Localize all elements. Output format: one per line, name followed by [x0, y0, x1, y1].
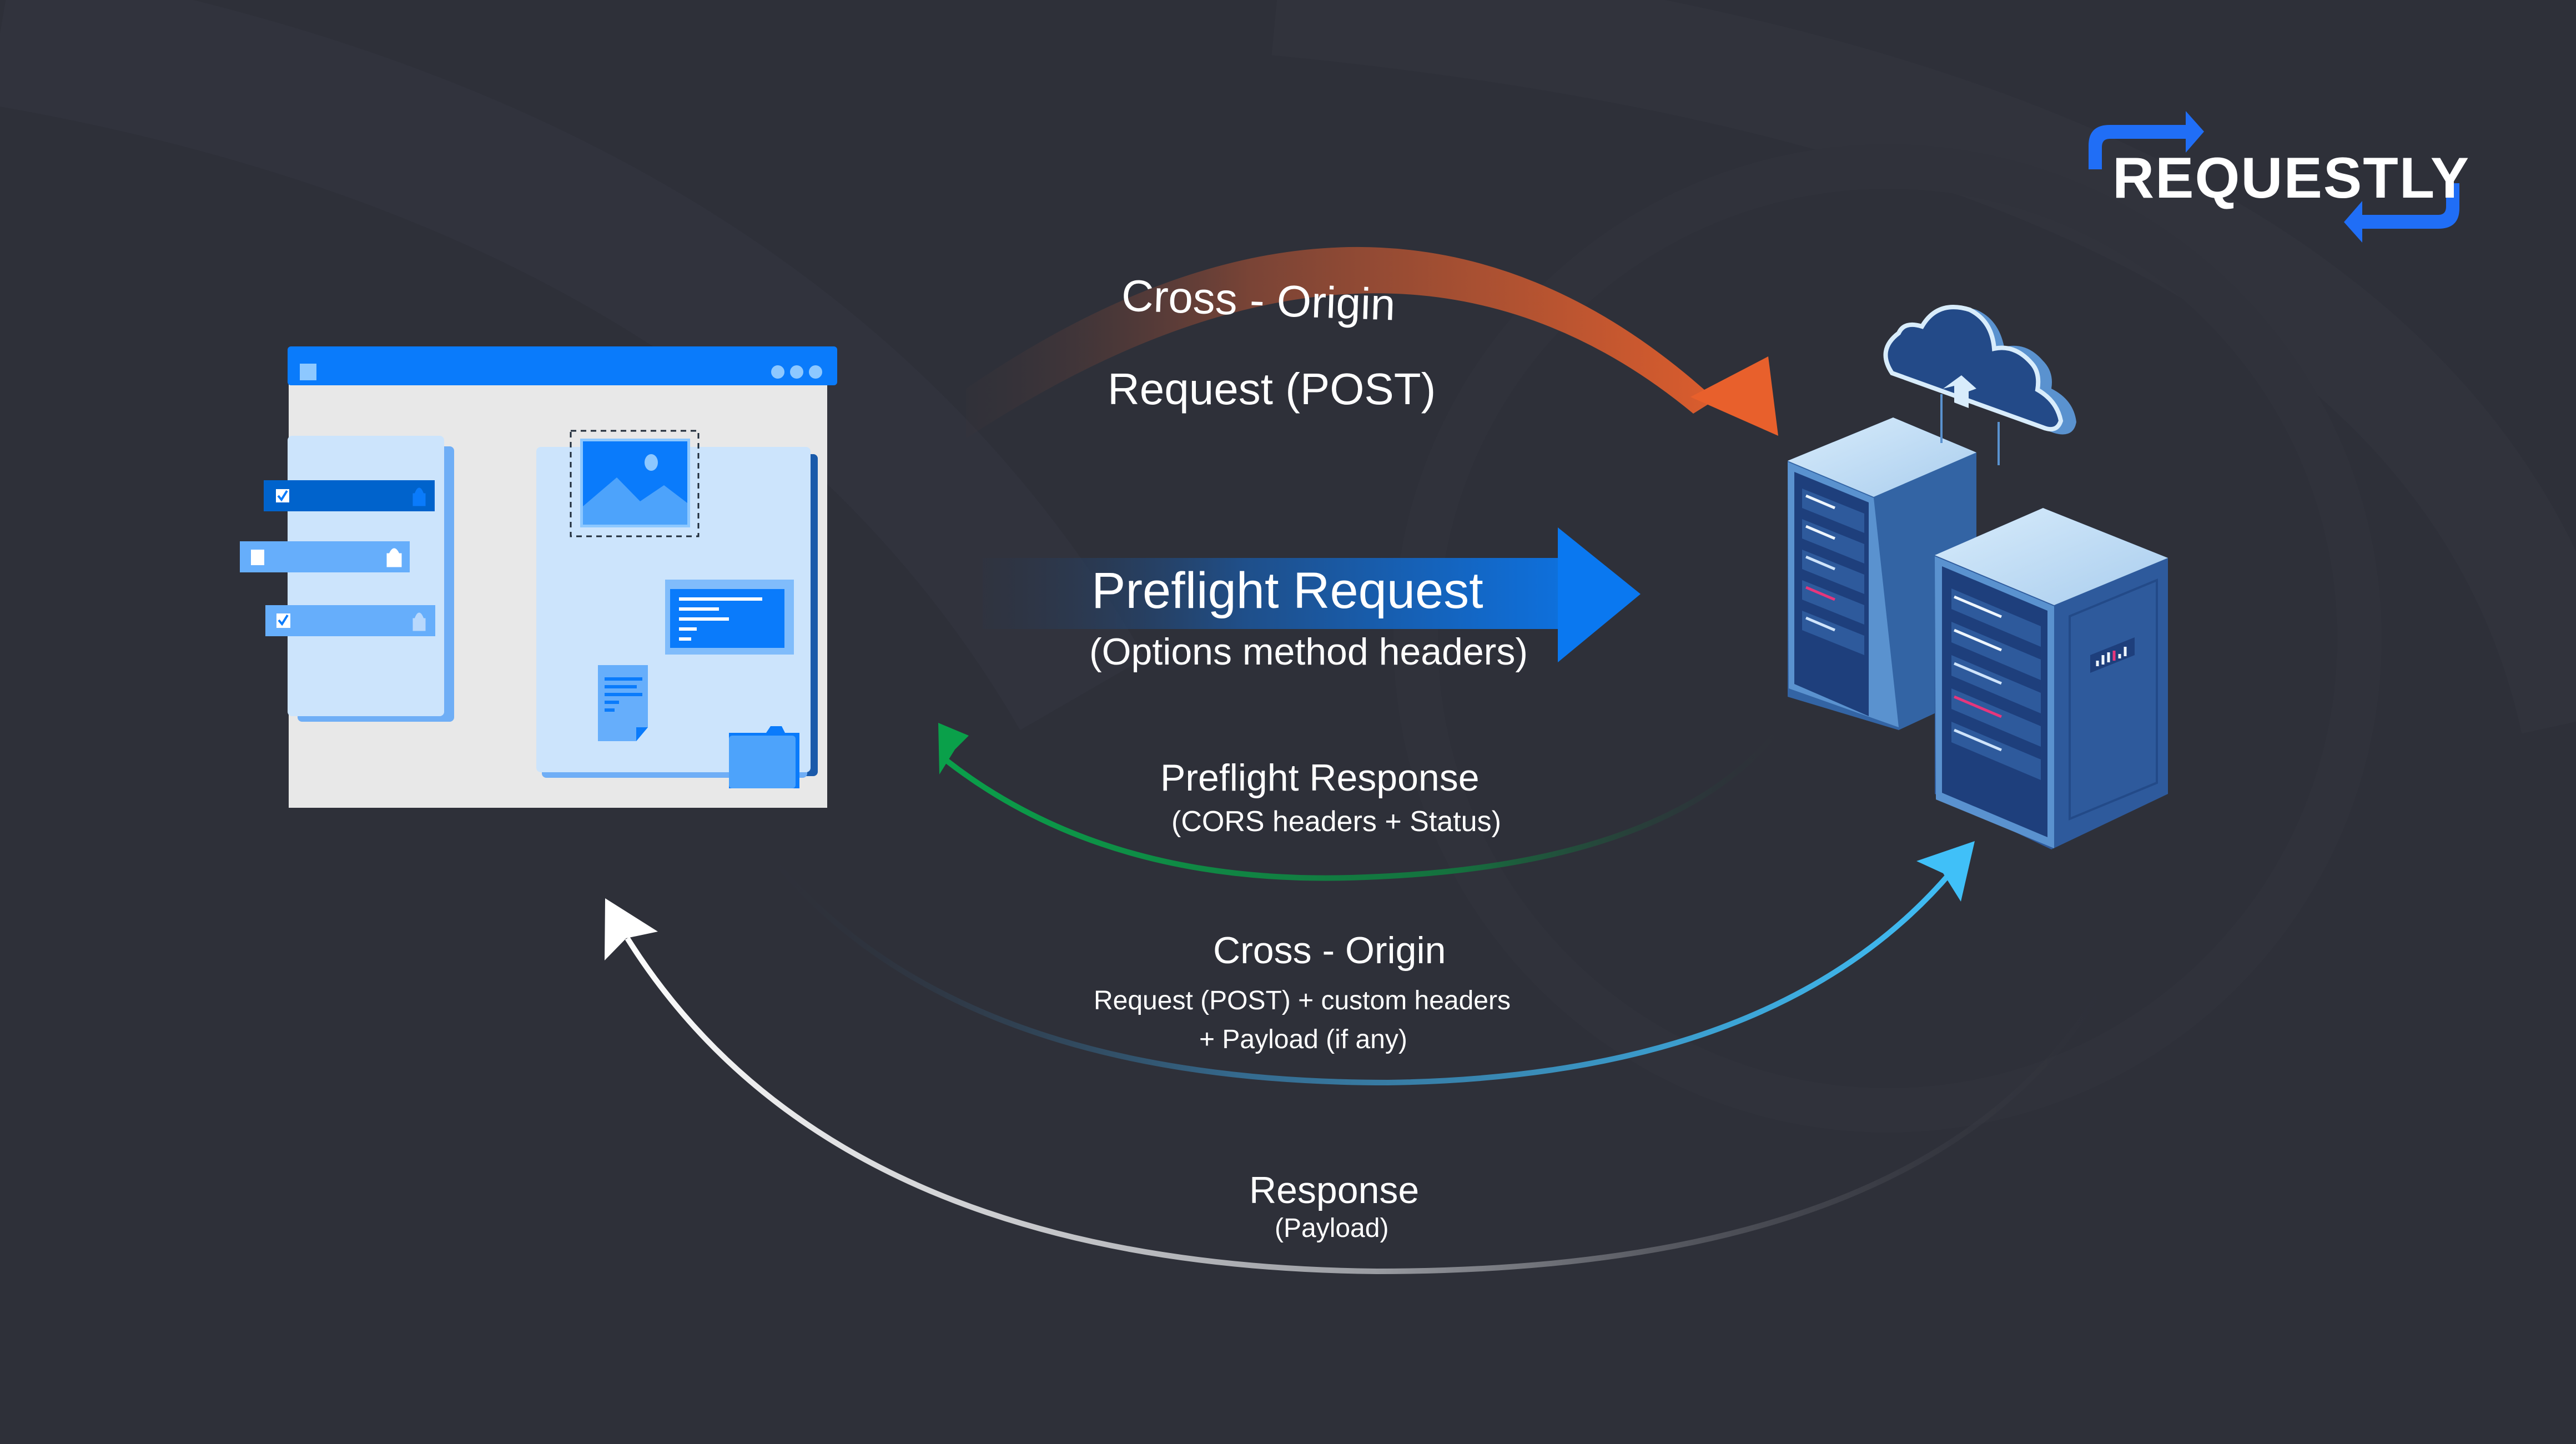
preflight-request-title: Preflight Request: [1091, 562, 1483, 619]
logo-arrow-right-icon: [2089, 111, 2204, 169]
actual-request-line2: + Payload (if any): [1199, 1025, 1407, 1054]
cross-origin-initial-title: Cross - Origin: [1120, 270, 1396, 330]
logo-arrow-left-icon: [2344, 183, 2459, 243]
preflight-response-arrow: [938, 723, 1779, 881]
preflight-response-subtitle: (CORS headers + Status): [1171, 806, 1501, 838]
browser-dot-icon: [790, 365, 803, 379]
brand-name: REQUESTLY: [2112, 146, 2471, 210]
preflight-request-subtitle: (Options method headers): [1089, 631, 1528, 673]
browser-client-illustration: [240, 346, 837, 808]
list-row-checked: [264, 480, 435, 511]
lock-icon: [412, 487, 426, 506]
browser-dot-icon: [809, 365, 822, 379]
response-subtitle: (Payload): [1275, 1214, 1389, 1243]
actual-request-arrow: [758, 841, 1975, 1086]
lock-icon: [386, 548, 402, 567]
list-row-checked: [265, 605, 435, 636]
browser-dot-icon: [771, 365, 784, 379]
lock-icon: [412, 612, 426, 631]
server-status-panel: [2090, 637, 2135, 673]
cross-origin-initial-arrow: [966, 246, 1778, 439]
preflight-request-arrow: [983, 527, 1641, 662]
document-icon: [598, 665, 648, 741]
arrow-head: [1558, 527, 1641, 662]
list-row-unchecked: [240, 541, 410, 572]
response-title: Response: [1249, 1169, 1420, 1211]
requestly-logo: [2089, 111, 2459, 243]
browser-titlebar: [288, 346, 837, 385]
selection-box: [570, 430, 700, 537]
arrow-head: [605, 898, 658, 960]
checkbox-unchecked-icon: [251, 550, 264, 565]
arrow-head: [938, 723, 969, 774]
preflight-response-title: Preflight Response: [1160, 757, 1480, 799]
actual-request-line1: Request (POST) + custom headers: [1094, 986, 1511, 1015]
actual-request-title: Cross - Origin: [1213, 929, 1446, 972]
arrow-head: [1690, 356, 1778, 436]
arrow-head: [1916, 841, 1975, 902]
background-decoration: [0, 0, 2576, 1110]
cloud-server-illustration: [1788, 305, 2168, 849]
response-arrow: [605, 898, 2140, 1275]
browser-tab-icon: [300, 364, 316, 380]
cross-origin-initial-subtitle: Request (POST): [1108, 364, 1436, 414]
